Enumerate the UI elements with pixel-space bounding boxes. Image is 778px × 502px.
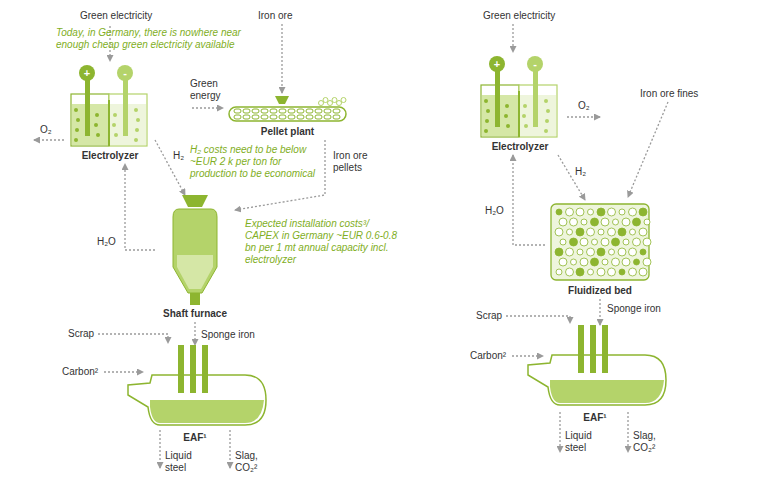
flow-connector (155, 140, 185, 195)
edge-label: Sponge iron (200, 329, 256, 341)
shaft-furnace: Shaft furnace (155, 195, 235, 322)
input-arrow (192, 107, 223, 108)
output-arrow (159, 430, 160, 468)
input-label: Carbon² (62, 366, 98, 378)
fluidized-bed: Fluidized bed (545, 200, 655, 299)
edge-label: H₂ (574, 166, 587, 178)
output-label: O₂ (40, 124, 52, 136)
input-arrow (512, 24, 513, 52)
electrolyzer: Electrolyzer (475, 55, 565, 155)
polarity-sign: - (527, 56, 543, 72)
output-label: O₂ (578, 100, 590, 112)
polarity-sign: + (79, 65, 95, 81)
input-arrow (628, 102, 668, 197)
electric-arc-furnace-icon (120, 345, 270, 431)
annotation-note: Expected installation costs³/ CAPEX in G… (245, 218, 405, 266)
input-label: Green energy (190, 78, 232, 102)
input-label: Green electricity (80, 10, 152, 22)
polarity-sign: - (117, 65, 133, 81)
output-label: Liquid steel (165, 450, 199, 474)
output-arrow (229, 430, 230, 468)
electric-arc-furnace: EAF¹ (520, 325, 670, 426)
input-arrow (98, 334, 168, 343)
node-label: Electrolyzer (492, 141, 549, 153)
output-label: Liquid steel (565, 430, 599, 454)
edge-label: H₂ (172, 150, 185, 162)
flow-connector (125, 164, 155, 250)
input-arrow (506, 316, 570, 323)
annotation-note: H₂ costs need to be below ~EUR 2 k per t… (190, 144, 320, 180)
electric-arc-furnace-icon (520, 325, 670, 411)
annotation-note: Today, in Germany, there is nowhere near… (56, 27, 271, 51)
output-arrow (567, 116, 600, 117)
edge-label: Iron ore pellets (332, 150, 379, 174)
node-label: Pellet plant (261, 126, 314, 138)
pellet-plant: Pellet plant (225, 95, 350, 140)
output-label: Slag, CO₂² (633, 430, 665, 454)
input-arrow (512, 355, 543, 356)
input-label: Scrap (68, 328, 94, 340)
fluidized-bed-icon (545, 200, 655, 284)
node-label: Fluidized bed (568, 285, 632, 297)
node-label: EAF¹ (183, 432, 206, 444)
input-label: Green electricity (483, 10, 555, 22)
polarity-sign: + (489, 56, 505, 72)
output-arrow (34, 139, 64, 140)
flow-connector (599, 299, 600, 325)
electrolyzer-icon (475, 55, 565, 140)
flow-connector (513, 155, 545, 245)
edge-label: H₂O (96, 236, 117, 248)
input-label: Iron ore fines (640, 88, 698, 100)
edge-label: Sponge iron (606, 303, 662, 315)
node-label: EAF¹ (583, 412, 606, 424)
output-arrow (559, 412, 560, 452)
shaft-furnace-icon (155, 195, 235, 307)
output-label: Slag, CO₂² (235, 450, 267, 474)
electric-arc-furnace: EAF¹ (120, 345, 270, 446)
input-arrow (104, 371, 143, 372)
edge-label: H₂O (484, 205, 505, 217)
node-label: Shaft furnace (163, 308, 227, 320)
electrolyzer: Electrolyzer (65, 64, 155, 164)
input-label: Carbon² (470, 350, 506, 362)
pellet-plant-icon (225, 95, 350, 125)
flow-connector (194, 322, 195, 345)
node-label: Electrolyzer (82, 150, 139, 162)
output-arrow (627, 412, 628, 452)
input-label: Iron ore (258, 10, 292, 22)
electrolyzer-icon (65, 64, 155, 149)
input-arrow (281, 24, 282, 93)
input-label: Scrap (476, 310, 502, 322)
